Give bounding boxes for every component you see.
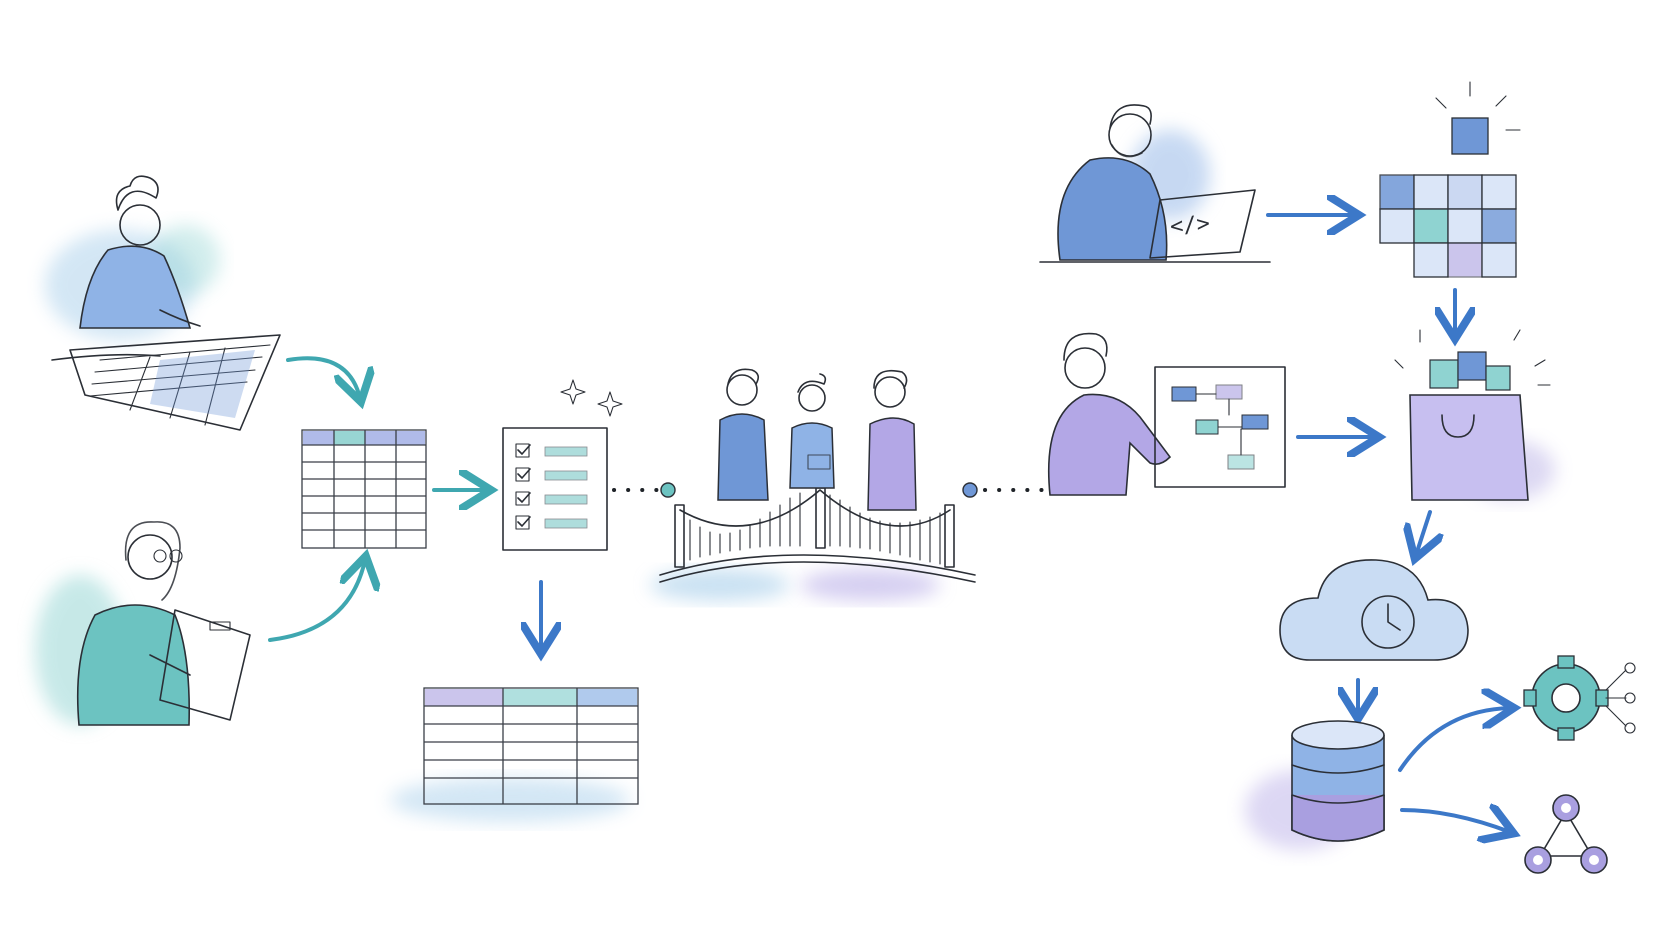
bridge-team-icon <box>650 368 978 601</box>
researcher-with-clipboard-icon <box>35 521 251 726</box>
laptop-code-glyph: </> <box>1169 211 1211 239</box>
checklist-icon <box>502 379 623 551</box>
raw-table-icon <box>301 429 427 549</box>
arrow-db-to-gear <box>1398 708 1510 772</box>
arrow-db-to-network <box>1400 810 1510 832</box>
database-icon <box>1245 720 1385 850</box>
cloud-clock-icon <box>1279 559 1469 661</box>
data-bag-icon <box>1394 329 1555 501</box>
modeler-whiteboard-icon <box>1047 332 1286 496</box>
clean-table-icon <box>390 687 639 822</box>
developer-laptop-icon: </> <box>1039 104 1271 263</box>
network-graph-icon <box>1524 794 1608 874</box>
arrow-analyst-to-table <box>286 356 360 398</box>
cube-blocks-icon <box>1379 81 1521 278</box>
gear-icon <box>1523 655 1636 741</box>
arrow-bag-to-cloud <box>1416 510 1430 555</box>
arrow-researcher-to-table <box>268 560 365 642</box>
analyst-at-spreadsheet-icon <box>45 175 281 431</box>
